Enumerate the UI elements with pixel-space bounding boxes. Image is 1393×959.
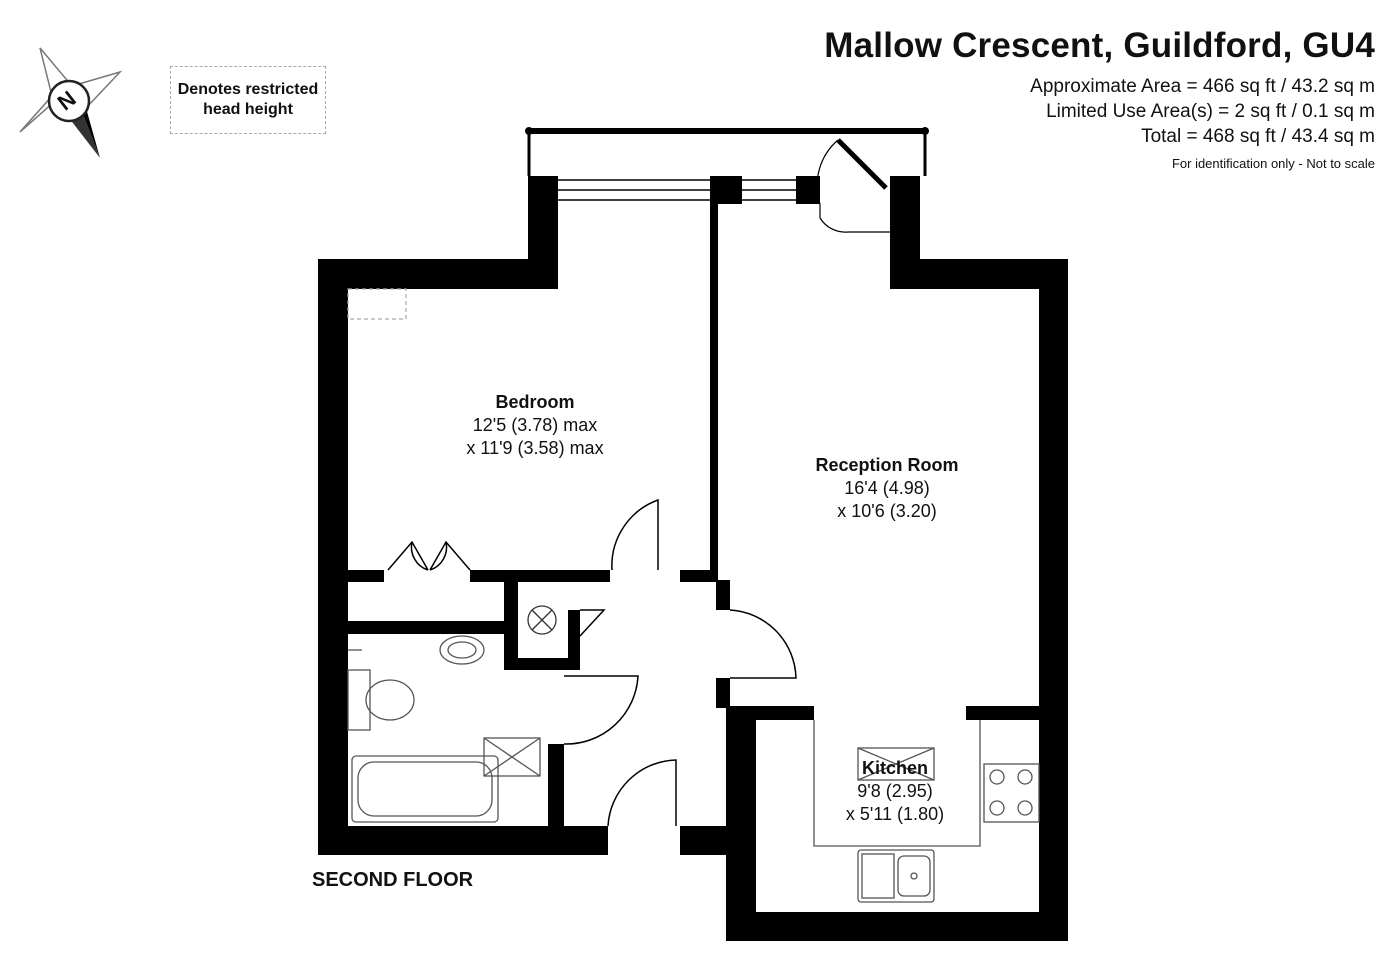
- compass-icon: [19, 47, 123, 158]
- floor-label: SECOND FLOOR: [312, 869, 474, 891]
- room-reception: Reception Room 16'4 (4.98) x 10'6 (3.20): [790, 454, 984, 523]
- legend-swatch: [170, 66, 326, 134]
- room-dim: 12'5 (3.78) max: [472, 415, 598, 435]
- balcony: [525, 127, 929, 176]
- room-dim: x 10'6 (3.20): [837, 501, 937, 521]
- approx-area: Approximate Area = 466 sq ft / 43.2 sq m: [1030, 76, 1375, 97]
- disclaimer-note: For identification only - Not to scale: [1171, 156, 1375, 171]
- legend-text: Denotes restricted head height: [177, 81, 319, 118]
- limited-area: Limited Use Area(s) = 2 sq ft / 0.1 sq m: [1046, 101, 1375, 122]
- room-dim: 9'8 (2.95): [857, 781, 933, 801]
- room-kitchen: Kitchen 9'8 (2.95) x 5'11 (1.80): [820, 757, 970, 826]
- page-title: Mallow Crescent, Guildford, GU4: [824, 26, 1375, 65]
- room-dim: x 5'11 (1.80): [845, 804, 945, 824]
- exterior-walls: [318, 176, 1068, 941]
- doors: [387, 498, 797, 827]
- room-name: Bedroom: [495, 392, 575, 412]
- total-area: Total = 468 sq ft / 43.4 sq m: [1141, 126, 1375, 147]
- boiler-icon: [527, 605, 557, 635]
- room-dim: 16'4 (4.98): [844, 478, 930, 498]
- room-dim: x 11'9 (3.58) max: [466, 438, 604, 458]
- room-name: Reception Room: [815, 455, 959, 475]
- bathroom-fixtures: [347, 635, 541, 823]
- interior-walls: [348, 200, 1040, 855]
- balcony-door: [816, 138, 890, 233]
- room-bedroom: Bedroom 12'5 (3.78) max x 11'9 (3.58) ma…: [440, 391, 630, 460]
- kitchen-fixtures: [813, 720, 1040, 903]
- restricted-area: [347, 288, 407, 320]
- windows: [558, 179, 796, 201]
- room-name: Kitchen: [861, 758, 928, 778]
